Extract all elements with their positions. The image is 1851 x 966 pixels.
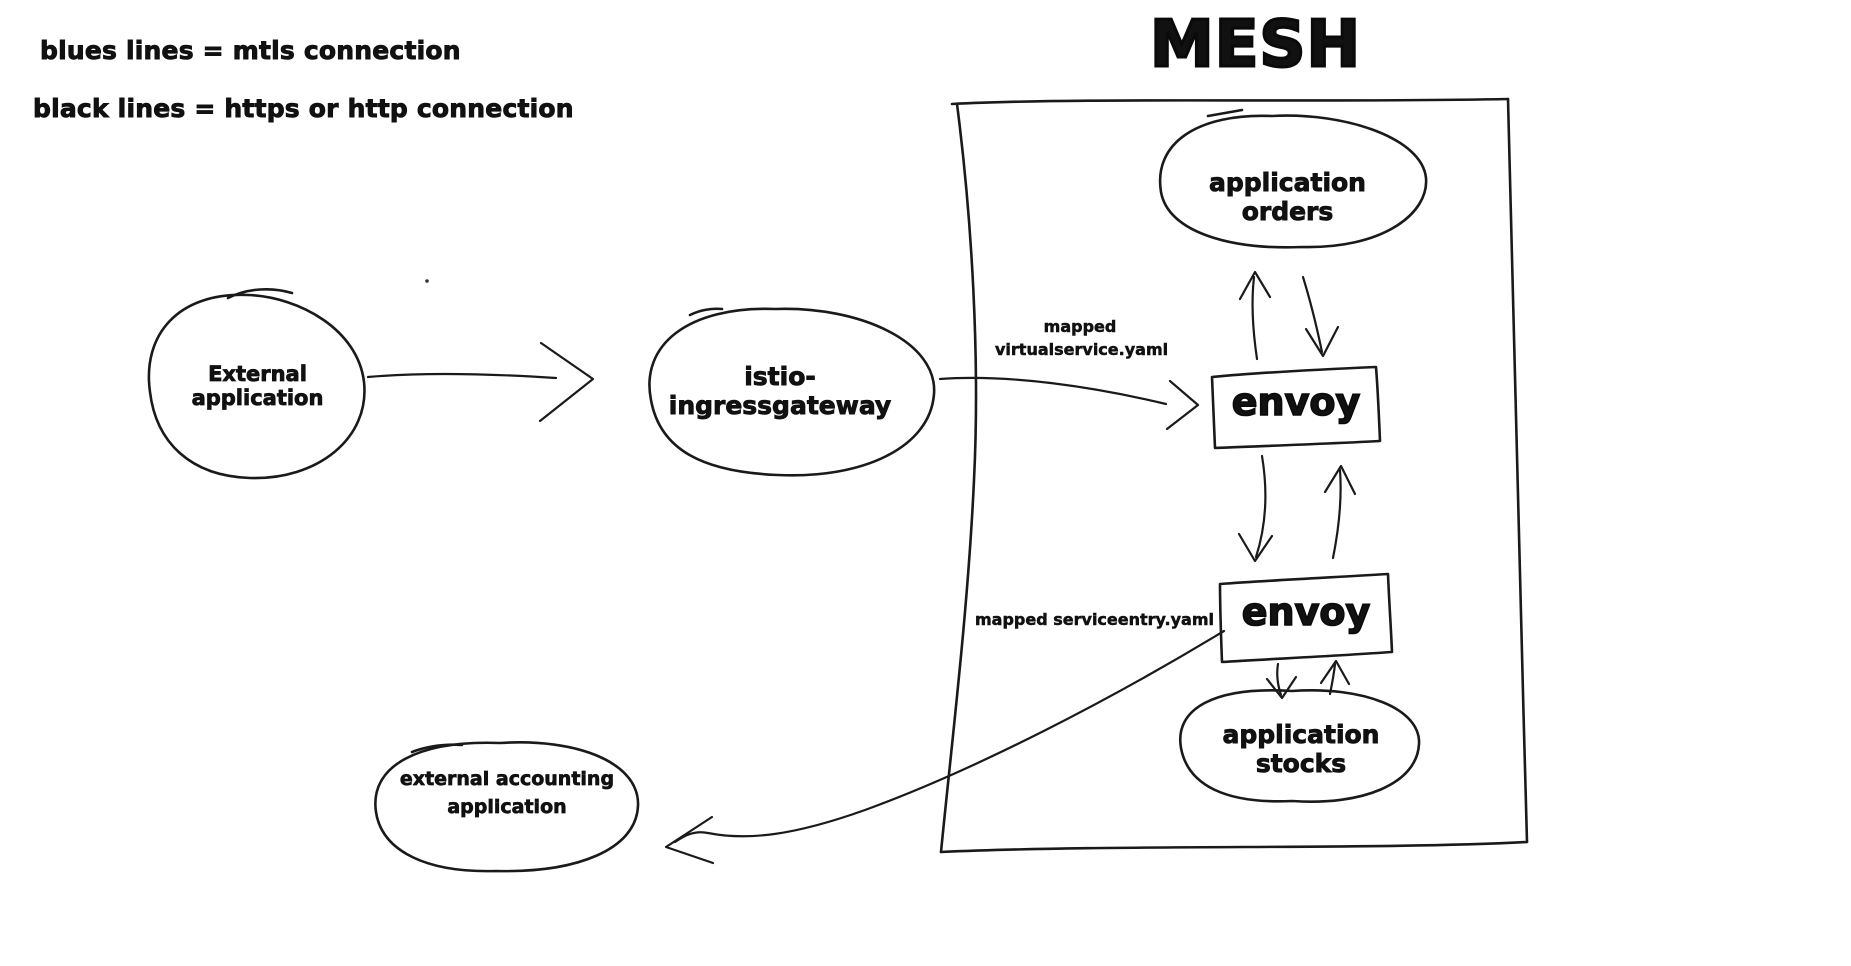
arrow-orders-to-envoy-down <box>1301 275 1340 358</box>
envoy-top-label: envoy <box>1231 379 1361 425</box>
envoy-bottom-label: envoy <box>1241 589 1371 635</box>
pen-dot <box>425 279 702 411</box>
arrow-envoy-top-to-bottom-mtls <box>1237 454 1274 563</box>
arrow-external-to-gateway <box>366 341 595 423</box>
external-application-label: External application <box>191 362 324 411</box>
arrow-envoy-to-accounting <box>664 629 1226 865</box>
virtualservice-annotation-line1: mapped <box>1043 317 1117 337</box>
virtualservice-annotation-line2: virtualservice.yaml <box>995 340 1169 360</box>
serviceentry-annotation: mapped serviceentry.yaml <box>975 610 1214 630</box>
istio-ingressgateway-label: istio-ingressgateway <box>668 362 892 421</box>
legend-black-lines: black lines = https or http connection <box>33 94 574 124</box>
arrow-gateway-to-envoy-mtls <box>938 376 1200 431</box>
mesh-title: MESH <box>1149 7 1362 84</box>
istio-ingressgateway-shape <box>648 307 936 477</box>
virtualservice-annotation: mapped virtualservice.yaml <box>995 315 1169 361</box>
arrow-envoy-to-stocks-down <box>1265 662 1298 700</box>
external-accounting-label-line1: external accounting <box>399 768 615 791</box>
external-accounting-label-line2: application <box>447 795 567 818</box>
application-stocks-shape <box>1178 689 1421 803</box>
arrow-envoy-bottom-to-top-mtls <box>1323 464 1357 560</box>
application-orders-label: application orders <box>1209 168 1367 227</box>
external-application-shape <box>147 288 366 480</box>
external-accounting-shape <box>374 741 640 873</box>
external-accounting-label: external accounting application <box>398 766 616 821</box>
envoy-top-box <box>1210 365 1382 450</box>
envoy-bottom-box <box>1218 572 1394 664</box>
application-stocks-label: application stocks <box>1222 720 1380 779</box>
mesh-boundary <box>939 97 1529 854</box>
application-orders-shape <box>1158 108 1428 249</box>
arrow-envoy-to-orders-up <box>1238 270 1272 361</box>
legend-blue-lines: blues lines = mtls connection <box>40 36 461 66</box>
arrow-stocks-to-envoy-up <box>1319 659 1351 696</box>
